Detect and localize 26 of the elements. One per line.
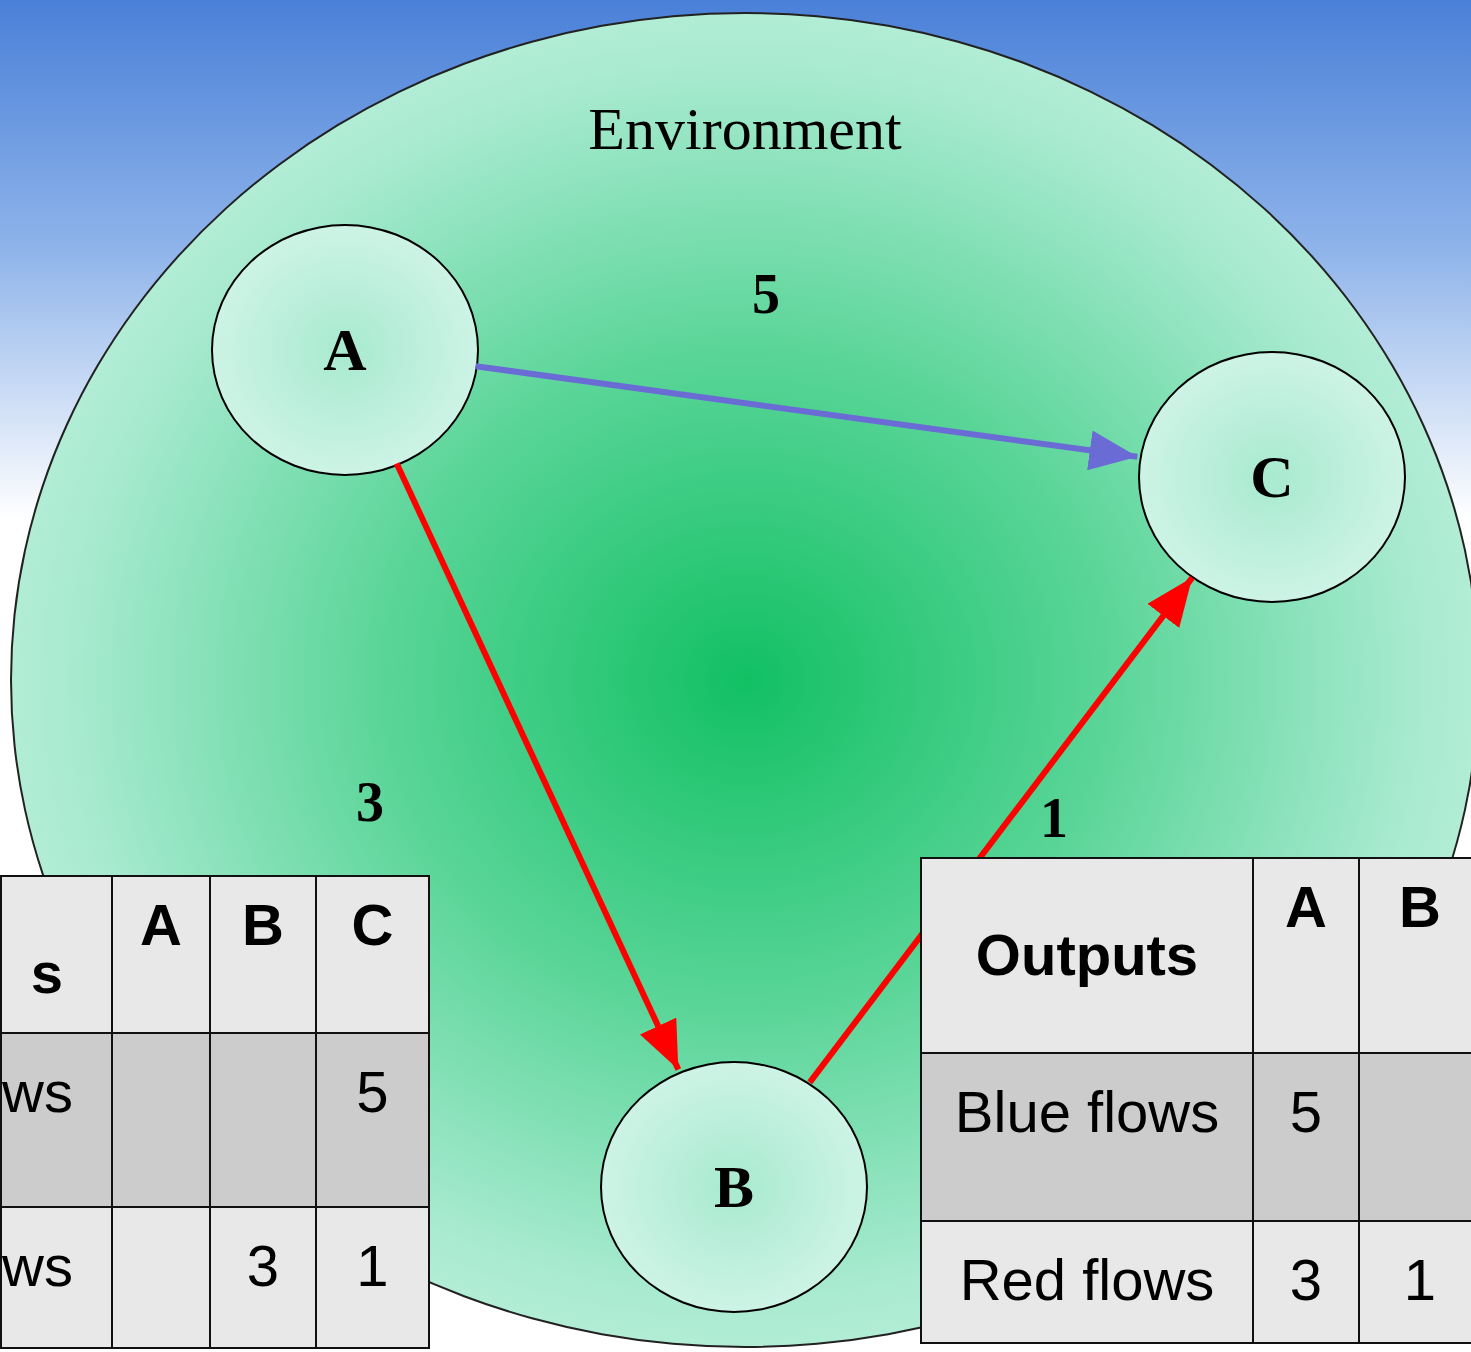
table-cell: A (111, 875, 211, 1034)
table-cell: ws (0, 1206, 113, 1349)
table-cell: 1 (315, 1206, 430, 1349)
edge-label: 1 (1040, 790, 1068, 846)
table-cell: C (315, 875, 430, 1034)
table-cell: 5 (1252, 1052, 1360, 1222)
arrow (393, 462, 682, 1071)
table-cell: Blue flows (920, 1052, 1254, 1222)
node-label: C (1250, 442, 1294, 512)
table-cell: 3 (1252, 1220, 1360, 1344)
table-cell: A (1252, 857, 1360, 1054)
table-cell: B (1358, 857, 1471, 1054)
table-cell: 3 (209, 1206, 317, 1349)
table-cell: 1 (1358, 1220, 1471, 1344)
edge-label: 3 (356, 774, 384, 830)
table-cell: 5 (315, 1032, 430, 1208)
node-label: B (714, 1152, 754, 1222)
table-cell: B (209, 875, 317, 1034)
table-cell: Red flows (920, 1220, 1254, 1344)
group-title: Environment (587, 99, 903, 159)
node-label: A (323, 315, 367, 385)
table-cell: ws (0, 1032, 113, 1208)
table-cell: Outputs (920, 857, 1254, 1054)
table-cell: s (0, 875, 113, 1034)
edge-label: 5 (752, 266, 780, 322)
arrow (475, 363, 1138, 471)
